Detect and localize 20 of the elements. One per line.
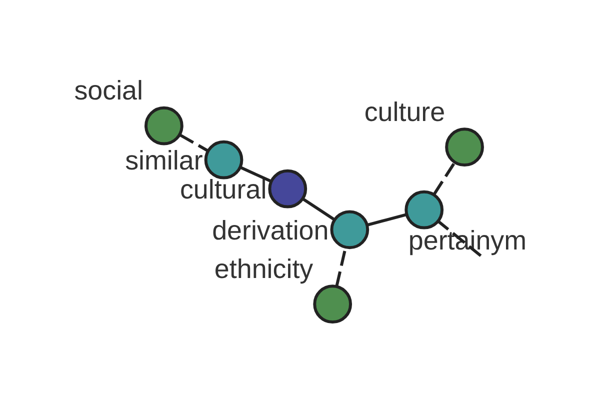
node-circle (330, 210, 370, 250)
node-label: cultural (180, 174, 267, 204)
connector (180, 134, 209, 152)
connector (433, 162, 456, 195)
node-circle (144, 106, 184, 146)
node-label: culture (364, 96, 446, 127)
node-label: similar (125, 145, 203, 176)
connector (302, 198, 335, 221)
connector (367, 213, 406, 226)
node-circle (313, 284, 352, 324)
node-circle (445, 128, 484, 167)
node-circle (204, 140, 244, 180)
node-label: ethnicity (214, 254, 314, 284)
node-circle (268, 169, 308, 208)
connector (438, 220, 482, 257)
node-label: derivation (212, 215, 329, 246)
node-label: social (74, 75, 144, 106)
node-circle (404, 190, 444, 230)
node-label: pertainym (408, 225, 527, 256)
connector (240, 166, 271, 182)
